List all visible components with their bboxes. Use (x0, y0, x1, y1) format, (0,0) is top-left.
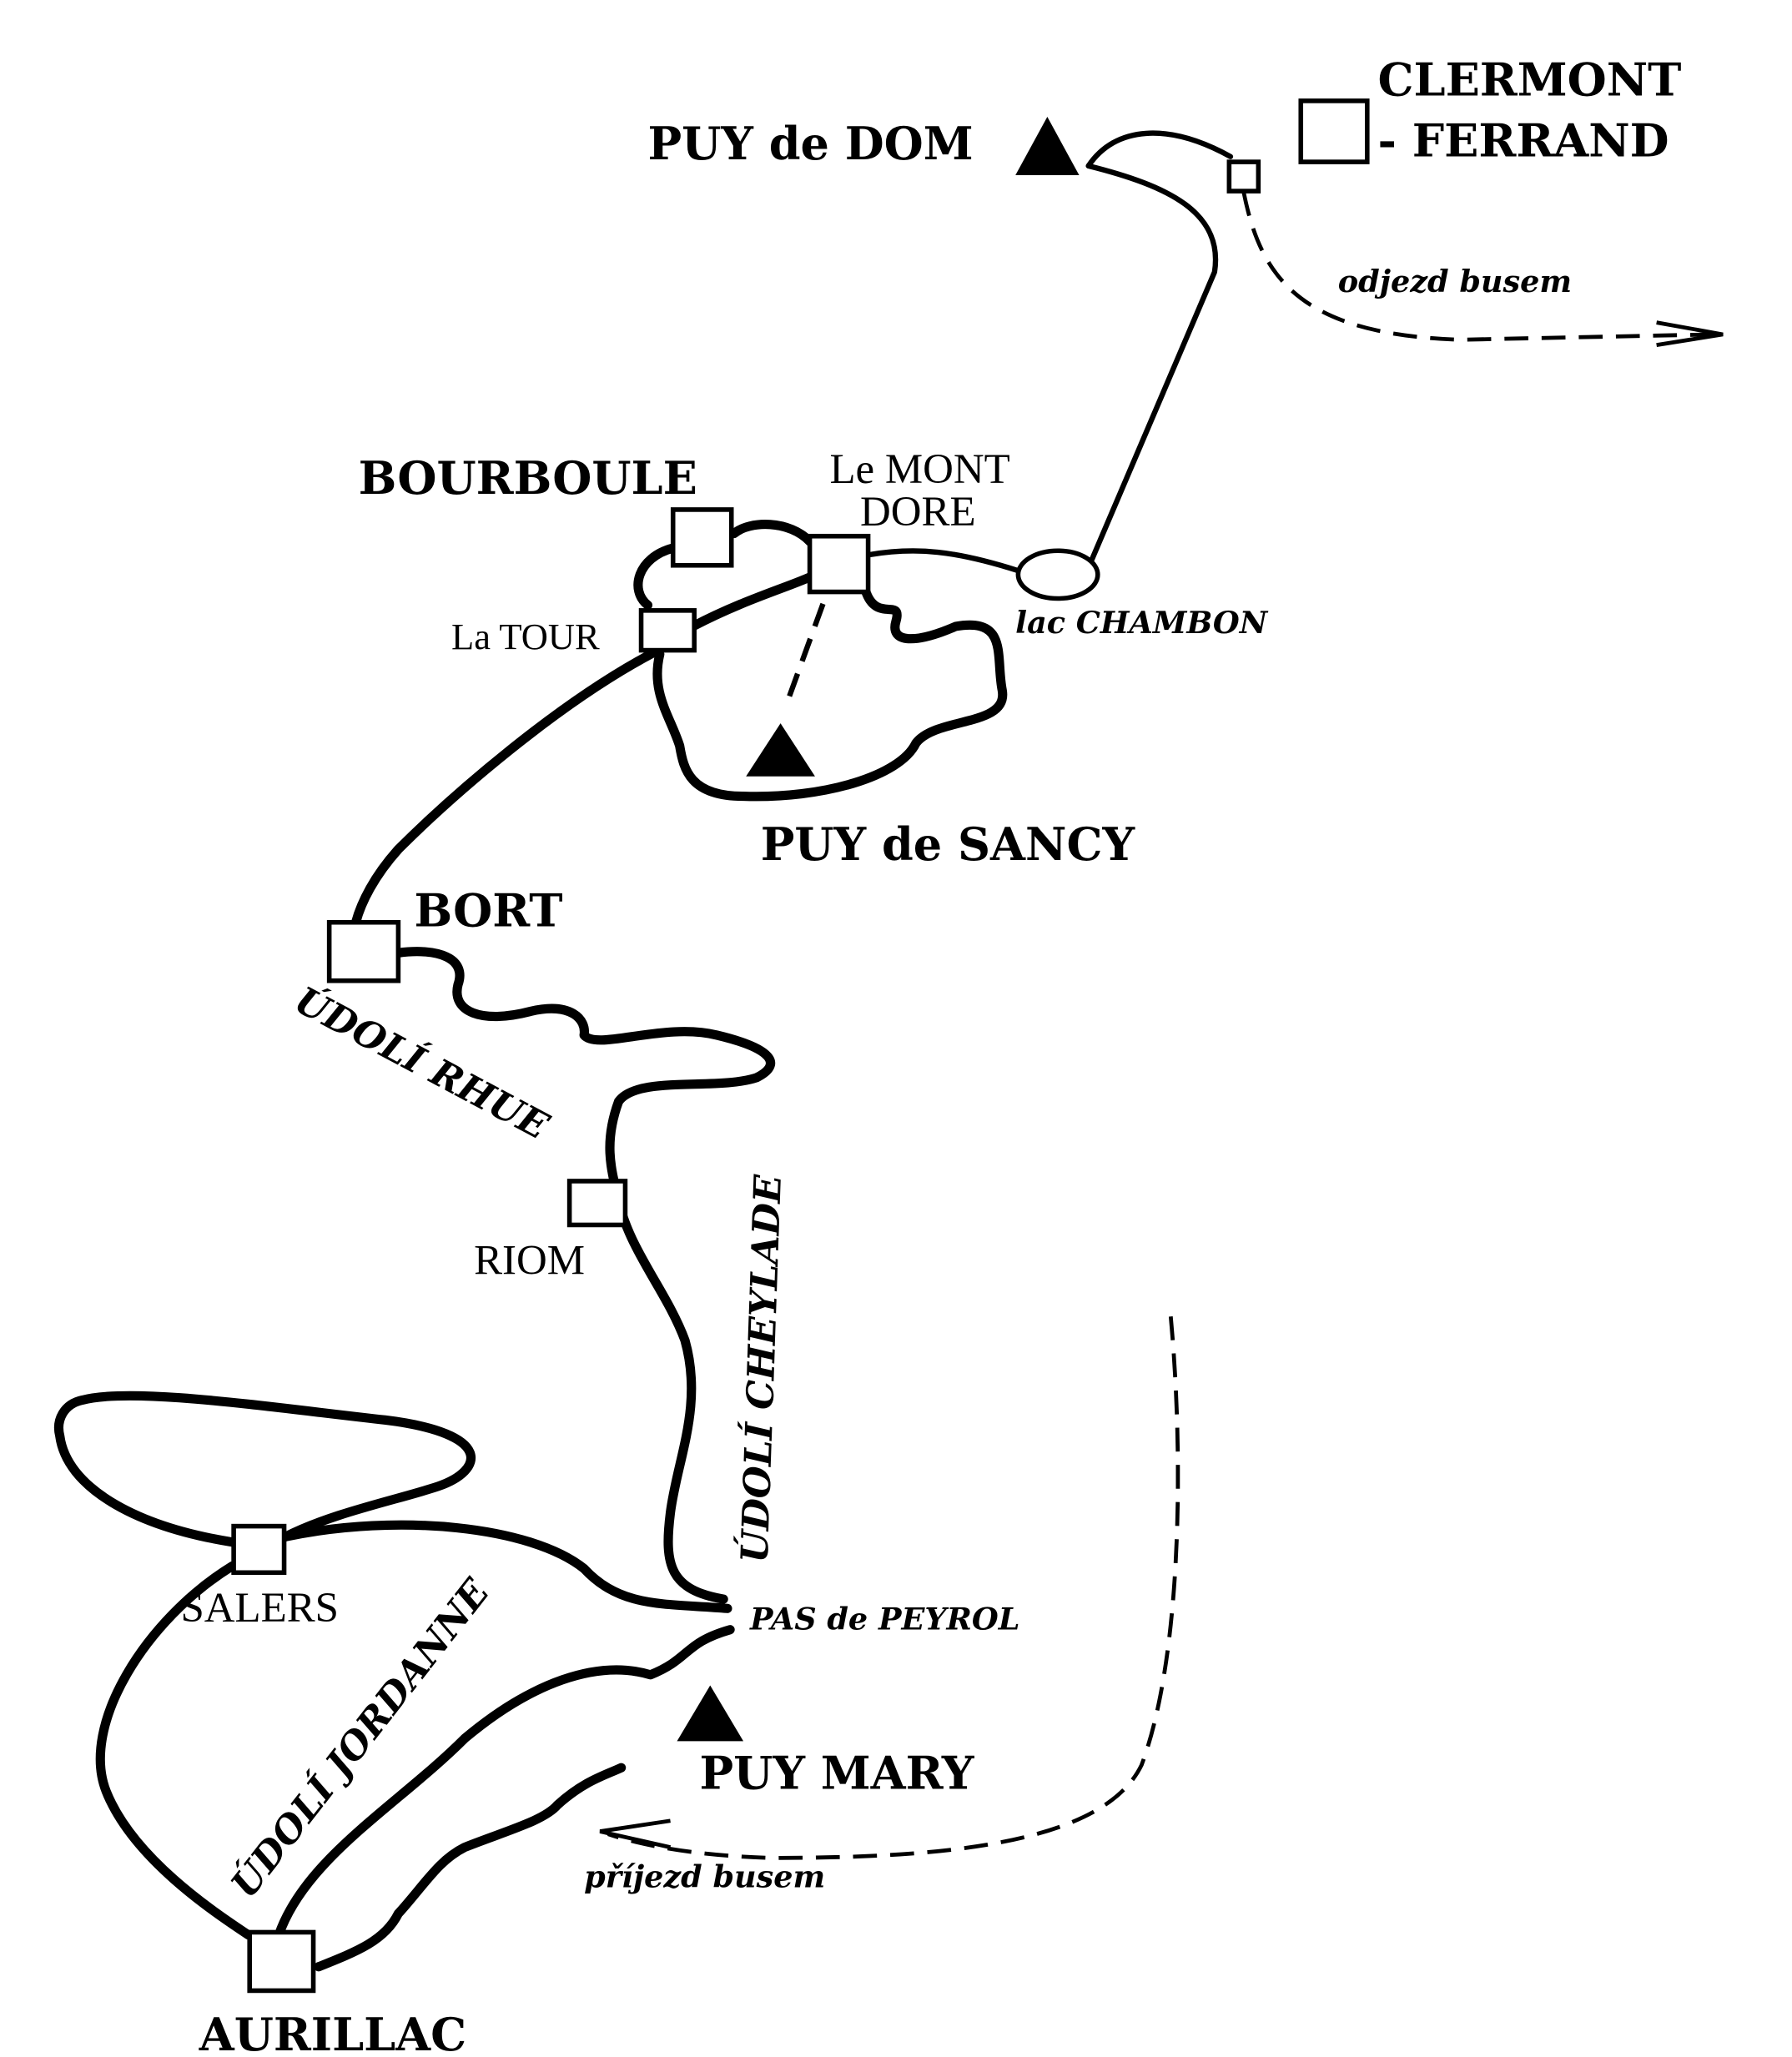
route-puy-de-dom-chambon (1085, 163, 1219, 565)
town-bourboule-icon (670, 507, 734, 568)
lake-chambon-icon (1015, 548, 1100, 601)
route-rhue-cheylade (393, 947, 776, 1604)
label-puy-de-dom: PUY de DOM (647, 117, 973, 170)
town-la-tour-icon (638, 608, 697, 653)
arrow-right-icon (1656, 320, 1724, 348)
route-bourboule-loop (633, 520, 815, 611)
route-jordanne (274, 1625, 735, 1940)
label-bort: BORT (414, 883, 562, 937)
label-bourboule: BOURBOULE (359, 451, 697, 505)
route-la-tour-mont-dore (688, 571, 818, 631)
town-riom-icon (566, 1179, 628, 1228)
label-salers: SALERS (180, 1585, 339, 1632)
route-salers-loop (54, 1391, 476, 1547)
route-salers-aurillac (95, 1561, 254, 1940)
label-ferrand: - FERRAND (1378, 114, 1669, 168)
label-pas-de-peyrol: PAS de PEYROL (749, 1602, 1019, 1637)
label-valley-cheylade: ÚDOLÍ CHEYLADE (732, 1173, 790, 1563)
mountain-puy-de-dom-icon (1015, 117, 1080, 176)
label-la-tour: La TOUR (451, 616, 600, 657)
town-bort-icon (326, 919, 401, 983)
label-bus-arrival: příjezd busem (584, 1858, 825, 1894)
bus-arrival-route (607, 1316, 1180, 1860)
label-puy-mary: PUY MARY (700, 1747, 975, 1800)
label-le-mont: Le MONT (829, 446, 1009, 493)
route-chambon-mont-dore (866, 548, 1021, 574)
arrow-left-icon (599, 1818, 672, 1849)
route-aurillac-east (314, 1763, 627, 1972)
town-clermont-ferrand-icon (1298, 98, 1370, 164)
label-clermont: CLERMONT (1378, 53, 1682, 107)
town-mont-dore-icon (807, 533, 871, 595)
town-aurillac-icon (247, 1929, 316, 1994)
route-la-tour-bort (350, 648, 658, 928)
bus-departure-route (1241, 192, 1713, 342)
label-valley-rhue: ÚDOLÍ RHUE (288, 978, 556, 1149)
town-salers-icon (231, 1523, 287, 1576)
label-dore: DORE (860, 489, 976, 536)
mountain-puy-de-sancy-icon (746, 723, 815, 777)
label-puy-de-sancy: PUY de SANCY (761, 817, 1136, 871)
town-clermont-stop-icon (1226, 159, 1261, 194)
label-riom: RIOM (474, 1237, 585, 1284)
label-aurillac: AURILLAC (199, 2008, 466, 2057)
label-lac-chambon: lac CHAMBON (1015, 605, 1269, 641)
mountain-puy-mary-icon (677, 1685, 744, 1742)
route-sancy-loop (652, 586, 1008, 802)
route-sancy-dashed (783, 602, 826, 707)
route-puy-de-dom-clermont (1085, 130, 1234, 169)
label-bus-departure: odjezd busem (1338, 264, 1572, 299)
route-salers-peyrol (280, 1520, 732, 1613)
